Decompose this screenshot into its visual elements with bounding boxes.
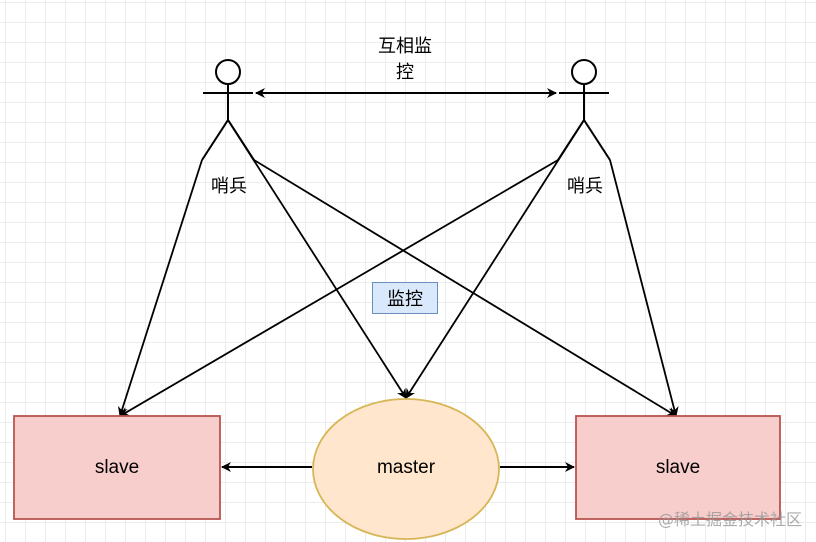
sentinel-left-figure — [201, 59, 255, 161]
master-node[interactable] — [312, 398, 500, 540]
master-label: master — [376, 457, 436, 478]
edge-sentinel-right-to-master — [405, 119, 585, 399]
slave-left-label: slave — [94, 457, 140, 478]
edge-sentinel-left-to-slave-right — [253, 159, 677, 417]
sentinel-right-label: 哨兵 — [567, 176, 603, 197]
slave-right-node[interactable] — [575, 415, 781, 520]
slave-left-node[interactable] — [13, 415, 221, 520]
edge-sentinel-right-to-slave-right — [609, 159, 679, 417]
watermark: @稀土掘金技术社区 — [657, 510, 802, 529]
edge-sentinel-left-to-master — [227, 119, 407, 399]
monitor-label: 监控 — [387, 289, 423, 310]
mutual-monitoring-label: 互相监 控 — [378, 36, 432, 83]
slave-right-label: slave — [655, 457, 701, 478]
sentinel-left-label: 哨兵 — [211, 176, 247, 197]
edge-sentinel-right-to-slave-left — [119, 159, 559, 417]
sentinel-right-figure — [557, 59, 611, 161]
edge-sentinel-left-to-slave-left — [117, 159, 203, 417]
monitor-label-box: 监控 — [372, 282, 438, 314]
